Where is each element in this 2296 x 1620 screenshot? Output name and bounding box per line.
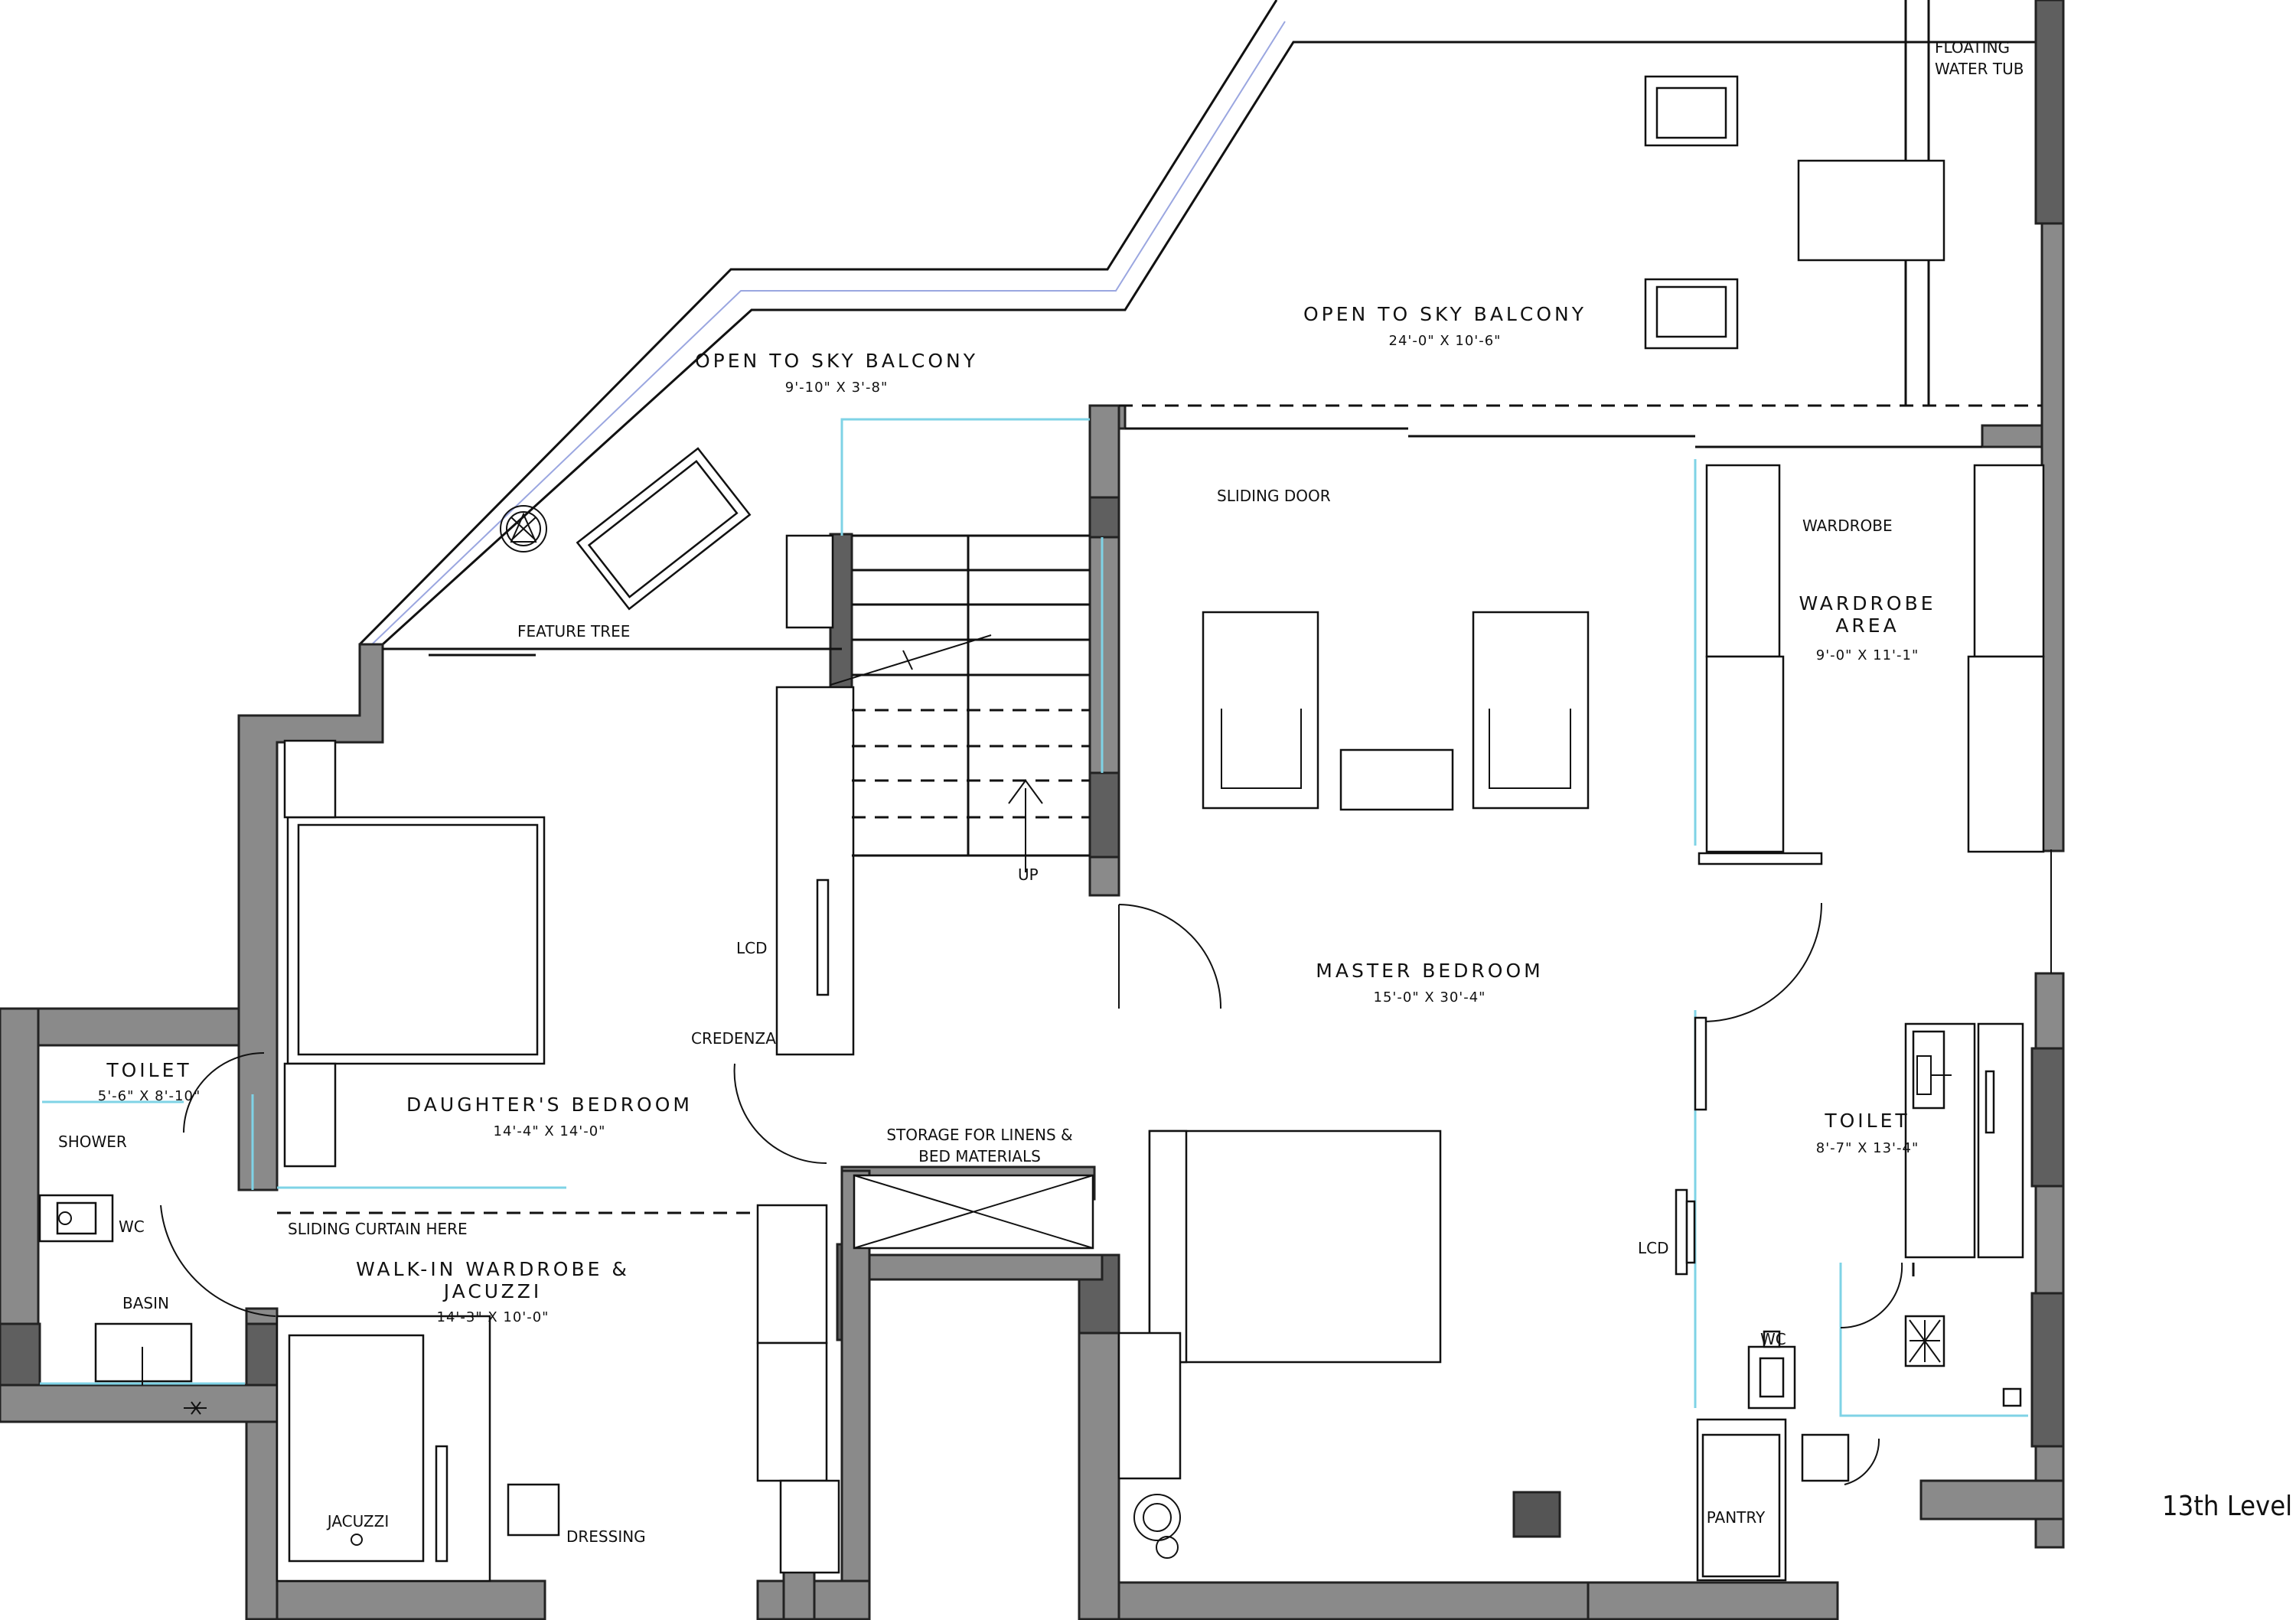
jacuzzi-label: JACUZZI xyxy=(326,1512,389,1530)
walls xyxy=(0,0,2065,1620)
wardrobe-area-title-2: AREA xyxy=(1835,614,1899,637)
walkin-title-2: JACUZZI xyxy=(442,1280,543,1302)
balcony-small-title: OPEN TO SKY BALCONY xyxy=(695,350,978,372)
wardrobe-label: WARDROBE xyxy=(1802,517,1893,535)
storage-label-1: STORAGE FOR LINENS & xyxy=(886,1126,1072,1144)
credenza-label: CREDENZA xyxy=(691,1029,776,1048)
dressing-label: DRESSING xyxy=(566,1527,646,1546)
staircase xyxy=(775,534,1090,1056)
doors xyxy=(160,852,1903,1485)
balcony-large-title: OPEN TO SKY BALCONY xyxy=(1303,303,1587,325)
level-label: 13th Level xyxy=(2162,1491,2292,1522)
lcd-right-label: LCD xyxy=(1638,1239,1669,1257)
balcony-small-dim: 9'-10" X 3'-8" xyxy=(785,380,888,396)
floating-tub-label-2: WATER TUB xyxy=(1935,60,2024,78)
basin-label: BASIN xyxy=(122,1294,169,1312)
storage-label-2: BED MATERIALS xyxy=(918,1147,1041,1165)
storage-box xyxy=(853,1174,1094,1250)
walkin-dim: 14'-3" X 10'-0" xyxy=(437,1309,550,1325)
labels: OPEN TO SKY BALCONY 9'-10" X 3'-8" OPEN … xyxy=(58,38,2292,1546)
up-label: UP xyxy=(1018,865,1039,884)
wc-right-label: WC xyxy=(1760,1330,1786,1348)
daughter-furniture xyxy=(283,739,546,1168)
wc-left-label: WC xyxy=(119,1217,145,1236)
toilet-left-fixtures xyxy=(38,1194,207,1415)
wardrobe-furniture xyxy=(1705,464,2045,853)
wardrobe-area-title-1: WARDROBE xyxy=(1799,592,1936,614)
balcony-furniture xyxy=(500,75,1945,611)
wardrobe-area-dim: 9'-0" X 11'-1" xyxy=(1816,647,1919,663)
toilet-left-title: TOILET xyxy=(106,1059,191,1081)
pantry-label: PANTRY xyxy=(1707,1508,1766,1527)
toilet-left-dim: 5'-6" X 8'-10" xyxy=(98,1088,201,1104)
master-furniture xyxy=(1117,611,1696,1559)
daughters-bedroom-dim: 14'-4" X 14'-0" xyxy=(494,1123,606,1139)
toilet-right-dim: 8'-7" X 13'-4" xyxy=(1816,1140,1919,1156)
floating-tub-label-1: FLOATING xyxy=(1935,38,2010,57)
walkin-furniture xyxy=(276,1204,840,1583)
feature-tree-label: FEATURE TREE xyxy=(517,622,630,641)
sliding-door-label: SLIDING DOOR xyxy=(1217,487,1331,505)
toilet-right-fixtures xyxy=(1696,1022,2024,1582)
daughters-bedroom-title: DAUGHTER'S BEDROOM xyxy=(406,1094,693,1116)
lcd-left-label: LCD xyxy=(736,939,768,957)
walkin-title-1: WALK-IN WARDROBE & xyxy=(356,1258,630,1280)
master-bedroom-dim: 15'-0" X 30'-4" xyxy=(1374,989,1486,1006)
sliding-curtain-label: SLIDING CURTAIN HERE xyxy=(288,1220,468,1238)
toilet-right-title: TOILET xyxy=(1824,1110,1910,1132)
master-bedroom-title: MASTER BEDROOM xyxy=(1316,960,1543,982)
balcony-large-dim: 24'-0" X 10'-6" xyxy=(1389,333,1502,349)
shower-label: SHOWER xyxy=(58,1133,127,1151)
